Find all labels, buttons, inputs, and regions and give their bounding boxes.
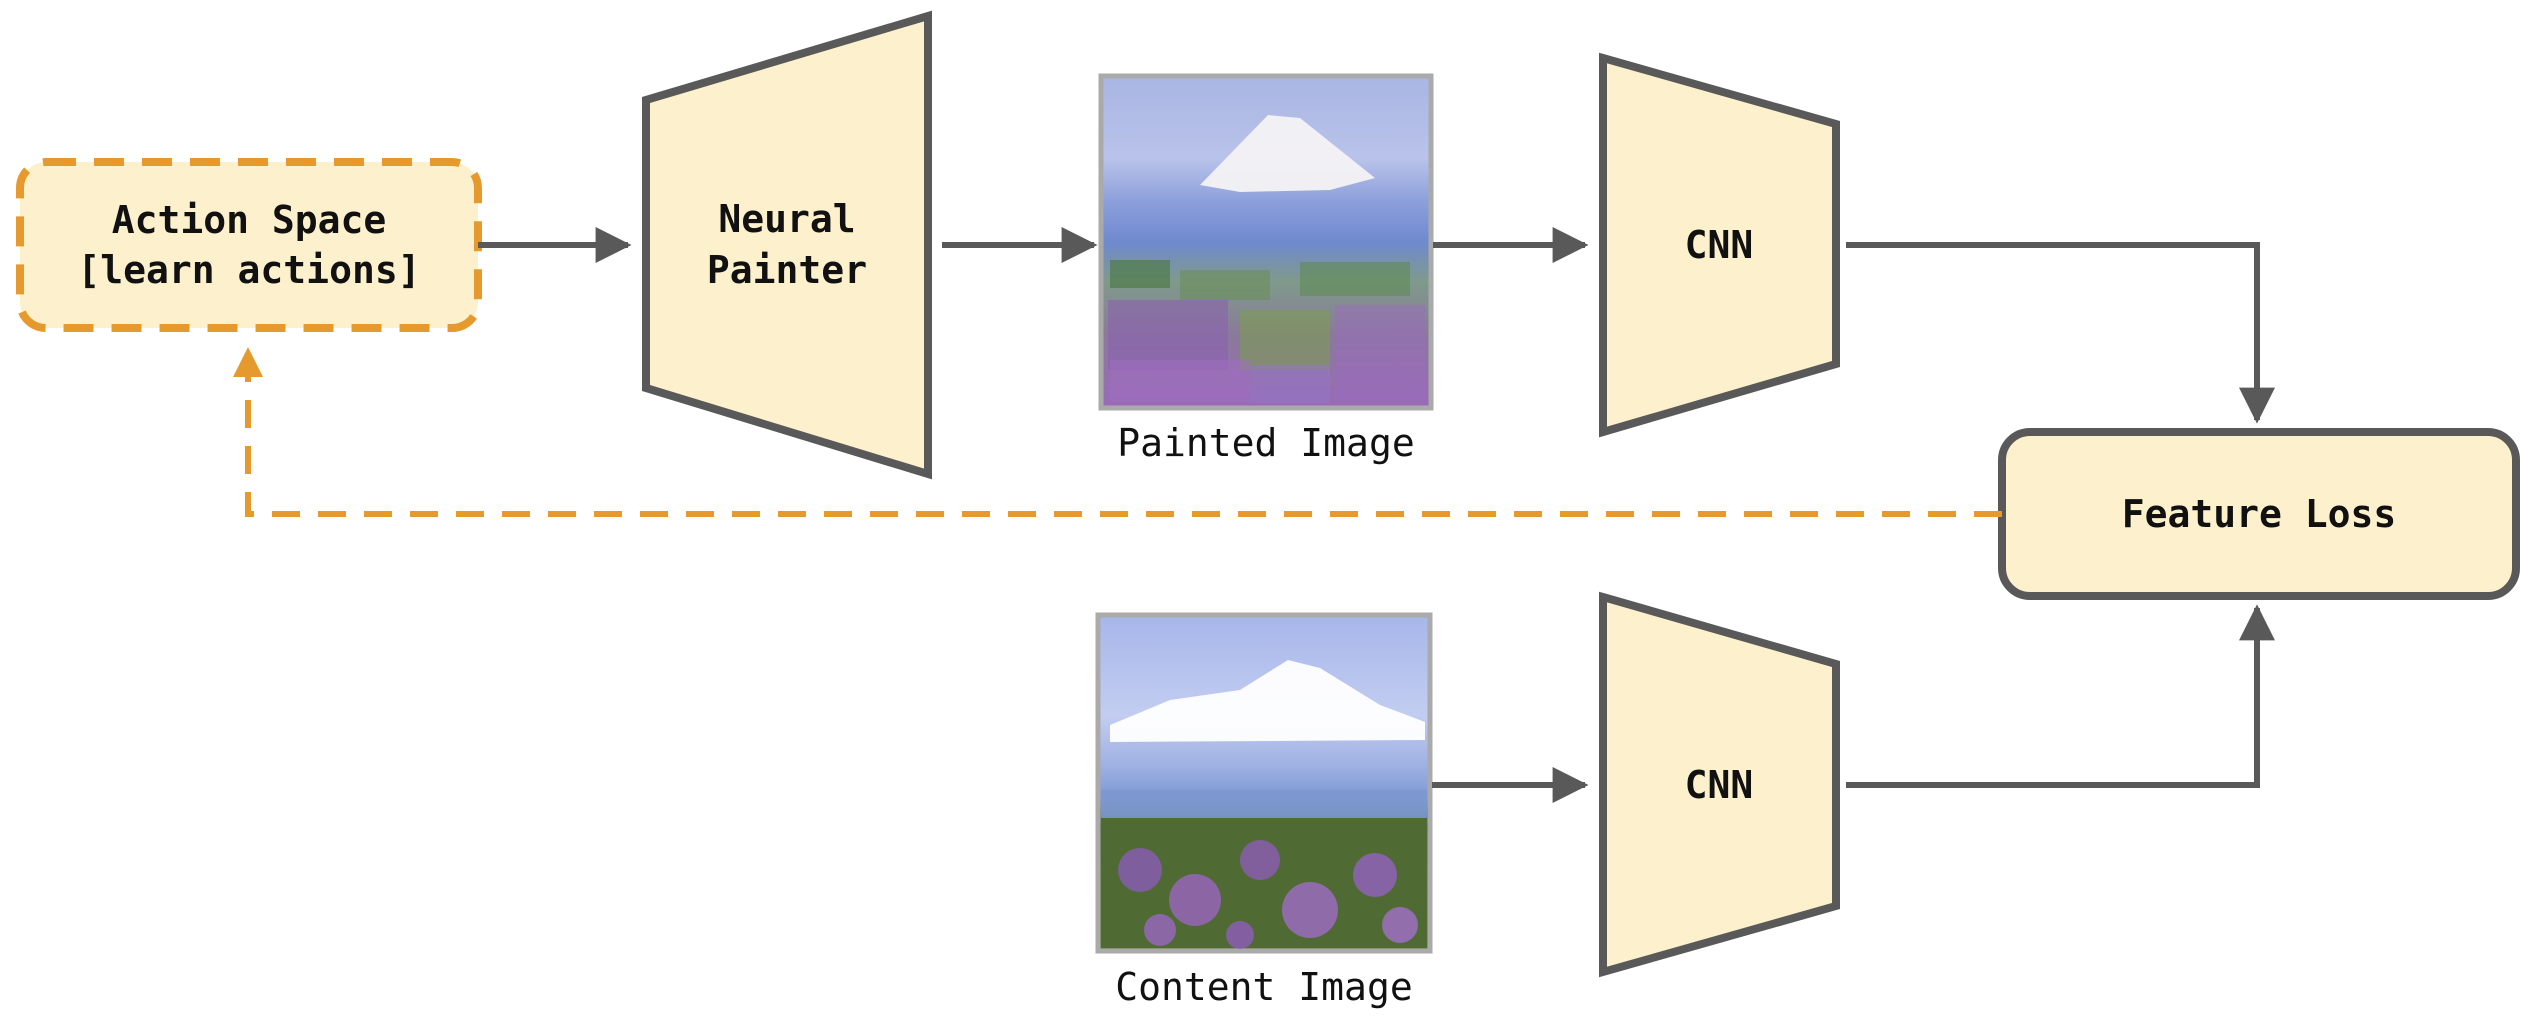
feature-loss-node: Feature Loss [1998, 428, 2520, 600]
content-meadow [1101, 818, 1427, 949]
content-image-caption: Content Image [1115, 965, 1412, 1009]
painted-meadow-strokes [1108, 260, 1425, 403]
arrow-loss-feedback-to-action-space [233, 347, 2002, 517]
content-mountain-shape [1110, 660, 1425, 742]
cnn-bottom-node: CNN [1599, 591, 1840, 978]
cnn-bottom-label: CNN [1685, 763, 1754, 807]
action-space-node: Action Space [learn actions] [16, 158, 482, 332]
neural-painter-label-line1: Neural [718, 197, 855, 241]
neural-painter-label-line2: Painter [707, 248, 867, 292]
painted-mountain-shape [1200, 115, 1375, 192]
neural-painter-node: Neural Painter [642, 10, 932, 480]
cnn-top-node: CNN [1599, 52, 1840, 438]
action-space-title: Action Space [112, 198, 387, 242]
arrow-cnn-top-to-loss [1846, 242, 2275, 424]
flow-arrows [478, 227, 2275, 803]
action-space-subtitle: [learn actions] [77, 248, 420, 292]
content-image-node: Content Image [1095, 612, 1433, 1009]
painted-image-node: Painted Image [1098, 73, 1434, 465]
arrow-cnn-bottom-to-loss [1846, 604, 2275, 788]
cnn-top-label: CNN [1685, 223, 1754, 267]
content-water-strip [1101, 790, 1427, 818]
feature-loss-label: Feature Loss [2122, 492, 2397, 536]
painted-image-caption: Painted Image [1117, 421, 1414, 465]
